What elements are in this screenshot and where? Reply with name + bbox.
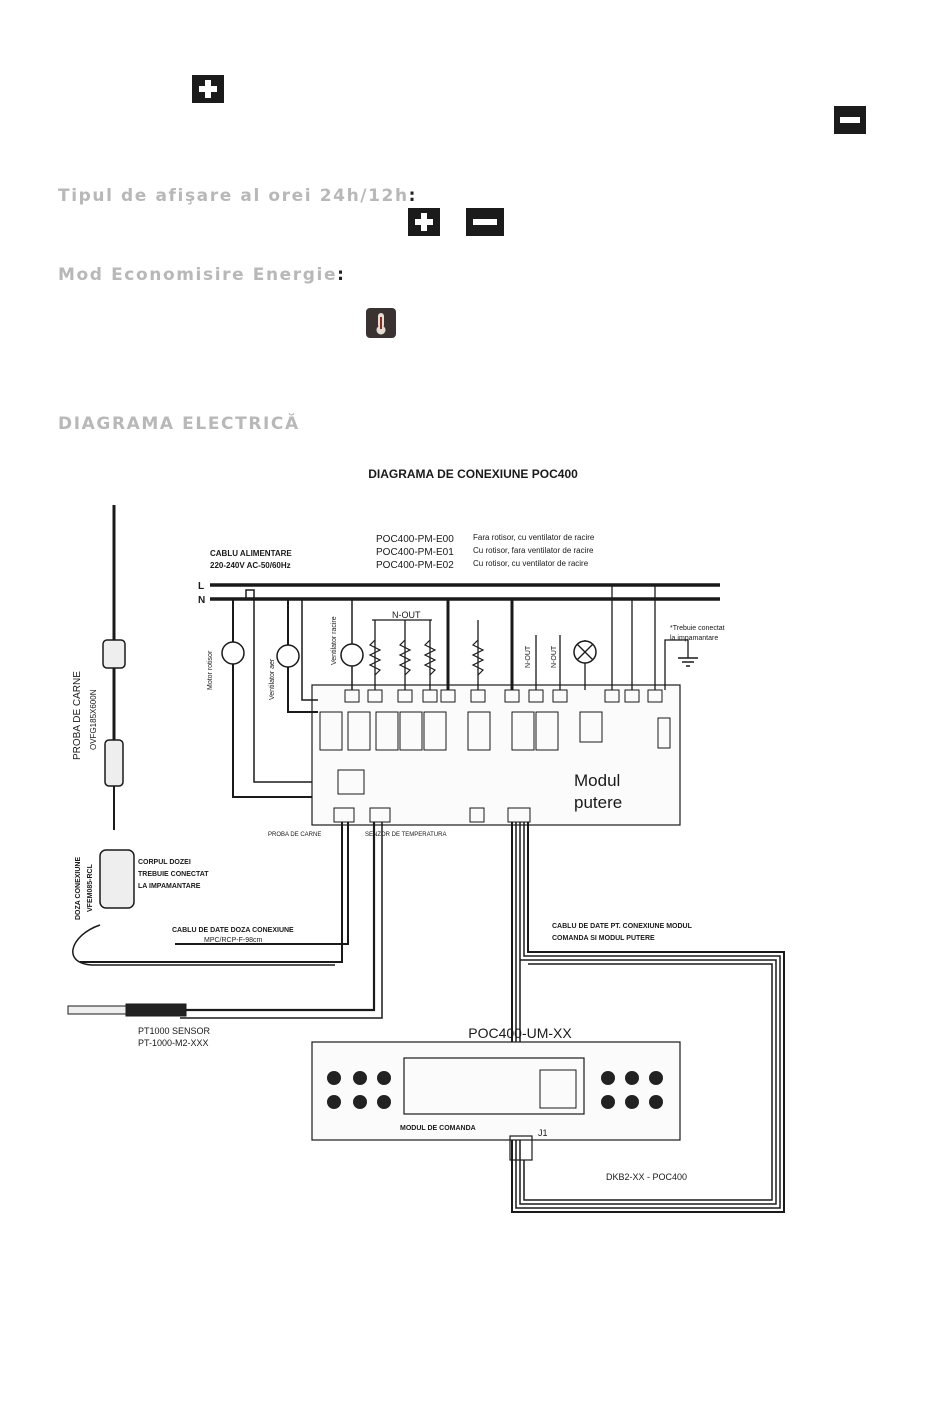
motor-cooling-fan — [340, 643, 364, 667]
temp-sensor-label: SENZOR DE TEMPERATURA — [365, 832, 446, 838]
power-module-label-2: putere — [574, 793, 622, 812]
ground-note-1: *Trebuie conectat — [670, 625, 725, 632]
user-module-title: POC400-UM-XX — [468, 1025, 572, 1041]
plus-icon — [192, 75, 224, 103]
line-n-label: N — [198, 595, 205, 606]
module-cable-label-1: CABLU DE DATE PT. CONEXIUNE MODUL — [552, 923, 693, 930]
motor-label-fan: Ventilator aer — [269, 658, 276, 700]
ground-note-2: la impamantare — [670, 635, 718, 642]
power-module-label-1: Modul — [574, 771, 620, 790]
connection-socket — [99, 849, 135, 909]
variant-code-2: POC400-PM-E02 — [376, 560, 454, 571]
j1-label: J1 — [538, 1128, 548, 1138]
user-module — [311, 1041, 681, 1141]
socket-cable-label-1: CABLU DE DATE DOZA CONEXIUNE — [172, 927, 294, 934]
plus-icon — [408, 208, 440, 236]
n-out-label: N-OUT — [392, 610, 421, 620]
minus-icon — [834, 106, 866, 134]
variant-code-1: POC400-PM-E01 — [376, 547, 454, 558]
socket-note-1: CORPUL DOZEI — [138, 859, 191, 866]
probe-connector-label: PROBA DE CARNE — [268, 832, 321, 838]
motor-label-cooling: Ventilator racire — [331, 616, 338, 665]
n-out-small-1: N-OUT — [525, 645, 532, 668]
diagram-title: DIAGRAMA DE CONEXIUNE POC400 — [368, 467, 578, 481]
variant-desc-1: Cu rotisor, fara ventilator de racire — [473, 546, 594, 555]
socket-label-2: VFEM085-RCL — [87, 863, 94, 912]
line-l-label: L — [198, 581, 204, 592]
variant-code-0: POC400-PM-E00 — [376, 534, 454, 545]
cable-code-label: DKB2-XX - POC400 — [606, 1172, 687, 1182]
thermometer-icon — [366, 308, 396, 338]
time-format-heading: Tipul de afişare al orei 24h/12h: — [58, 186, 418, 206]
motor-label-rotisor: Motor rotisor — [207, 650, 214, 690]
pt1000-label-2: PT-1000-M2-XXX — [138, 1038, 209, 1048]
variant-desc-0: Fara rotisor, cu ventilator de racire — [473, 533, 595, 542]
power-cable-label: CABLU ALIMENTARE — [210, 549, 292, 558]
n-out-small-2: N-OUT — [551, 645, 558, 668]
motor-fan — [276, 644, 300, 668]
meat-probe-code: OVFG185X600N — [89, 689, 98, 750]
socket-note-2: TREBUIE CONECTAT — [138, 871, 209, 878]
user-module-label: MODUL DE COMANDA — [400, 1125, 476, 1132]
meat-probe-label: PROBA DE CARNE — [72, 671, 83, 760]
module-cable-label-2: COMANDA SI MODUL PUTERE — [552, 935, 655, 942]
energy-mode-heading: Mod Economisire Energie: — [58, 265, 346, 285]
power-module — [311, 684, 681, 826]
minus-icon — [466, 208, 504, 236]
socket-label-1: DOZA CONEXIUNE — [75, 857, 82, 920]
motor-rotisor — [221, 641, 245, 665]
pt1000-label-1: PT1000 SENSOR — [138, 1026, 211, 1036]
connection-diagram: DIAGRAMA DE CONEXIUNE POC400 CABLU ALIME… — [67, 467, 785, 1213]
power-cable-voltage: 220-240V AC-50/60Hz — [210, 561, 291, 570]
socket-note-3: LA IMPAMANTARE — [138, 883, 201, 890]
variant-desc-2: Cu rotisor, cu ventilator de racire — [473, 559, 589, 568]
electric-diagram-heading: DIAGRAMA ELECTRICĂ — [58, 414, 300, 434]
socket-cable-label-2: MPC/RCP-F-98cm — [204, 937, 263, 944]
